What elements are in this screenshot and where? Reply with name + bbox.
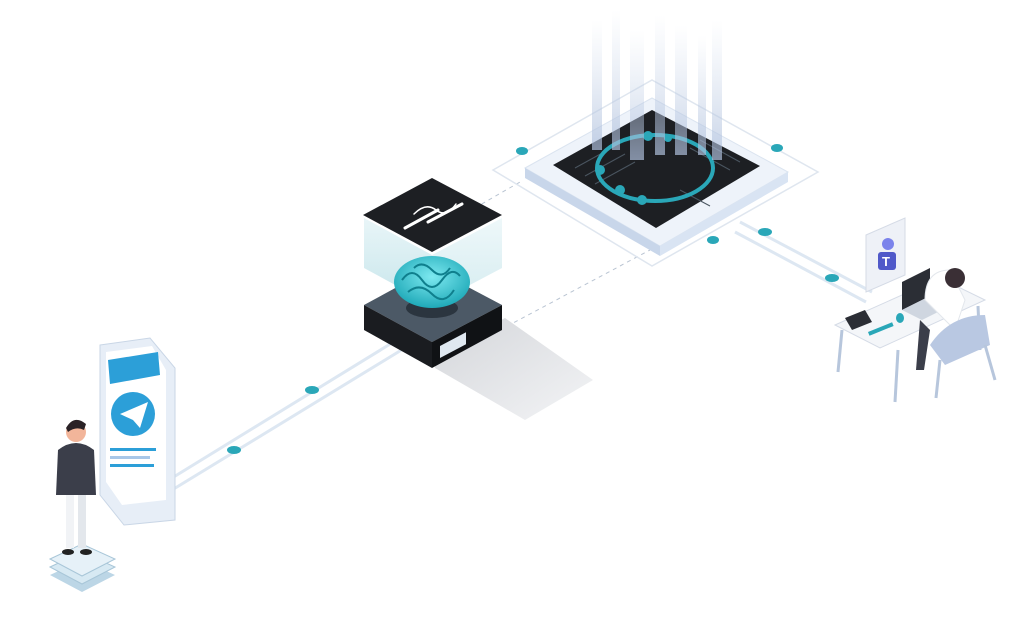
connection-chip-to-desk [734,220,873,304]
data-beams [592,10,722,160]
connection-node [227,446,241,454]
connection-node [516,147,528,155]
svg-text:T: T [882,254,890,269]
chip-icon [553,110,760,228]
phone-app [99,337,176,526]
dna-icon [403,202,464,230]
connection-phone-to-cube [171,336,409,492]
processor-chip [491,10,820,267]
connection-node [825,274,839,282]
teams-icon: T [865,217,906,293]
connection-node [771,144,783,152]
teams-desk: T [833,217,997,403]
connection-node [758,228,772,236]
brain-icon [394,256,470,308]
standing-person [48,419,117,592]
connection-node [305,386,319,394]
ai-brain-cube [363,178,593,420]
connection-node [707,236,719,244]
